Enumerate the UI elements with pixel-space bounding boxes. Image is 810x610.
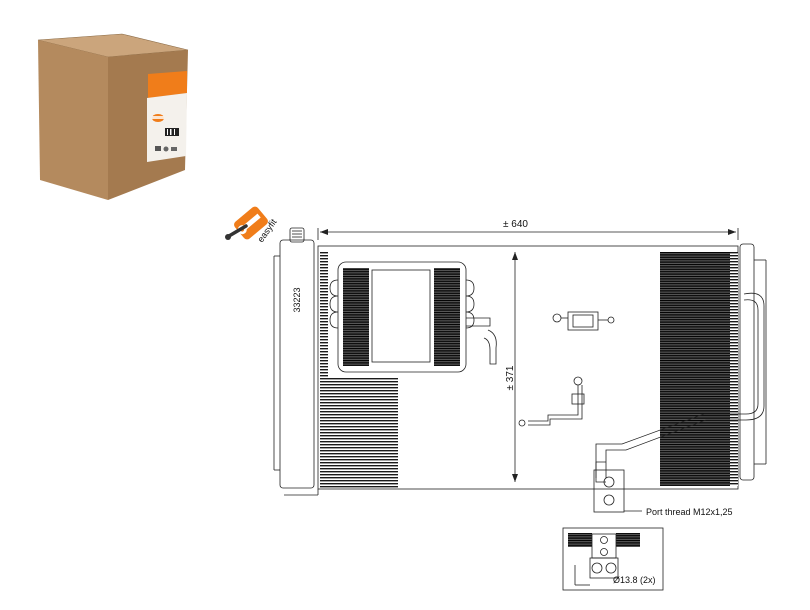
fins-right (660, 252, 730, 486)
right-tank (595, 243, 767, 483)
port-fittings (593, 469, 642, 513)
box-accent-stripe (148, 71, 187, 98)
width-dimension (317, 228, 739, 240)
bracket-lower (518, 376, 585, 427)
inset-frame (562, 527, 664, 591)
port-detail-inset (562, 527, 664, 591)
barcode-label-icon (155, 128, 179, 152)
port-thread-label: Port thread M12x1,25 (646, 507, 733, 517)
bracket-upper (552, 311, 615, 331)
product-box (37, 33, 189, 200)
easyfit-badge: easyfit (225, 206, 279, 244)
wrench-handle (225, 224, 248, 240)
left-tank (273, 227, 319, 496)
width-dim-label: ± 640 (503, 219, 528, 230)
condenser-drawing (273, 227, 767, 513)
fins-left-lower (328, 378, 398, 488)
part-number-label: 33223 (292, 287, 302, 312)
drier-block (329, 261, 497, 373)
box-front (38, 40, 108, 200)
fins-right-edge (730, 252, 738, 486)
port-hole-2 (605, 562, 617, 574)
port-diameter-label: Ø13.8 (2x) (613, 575, 656, 585)
height-dim-label: ± 371 (505, 365, 516, 390)
box-label (147, 93, 187, 162)
nrf-logo-icon (152, 114, 164, 122)
fins-left (320, 252, 328, 488)
port-hole-1 (591, 562, 603, 574)
